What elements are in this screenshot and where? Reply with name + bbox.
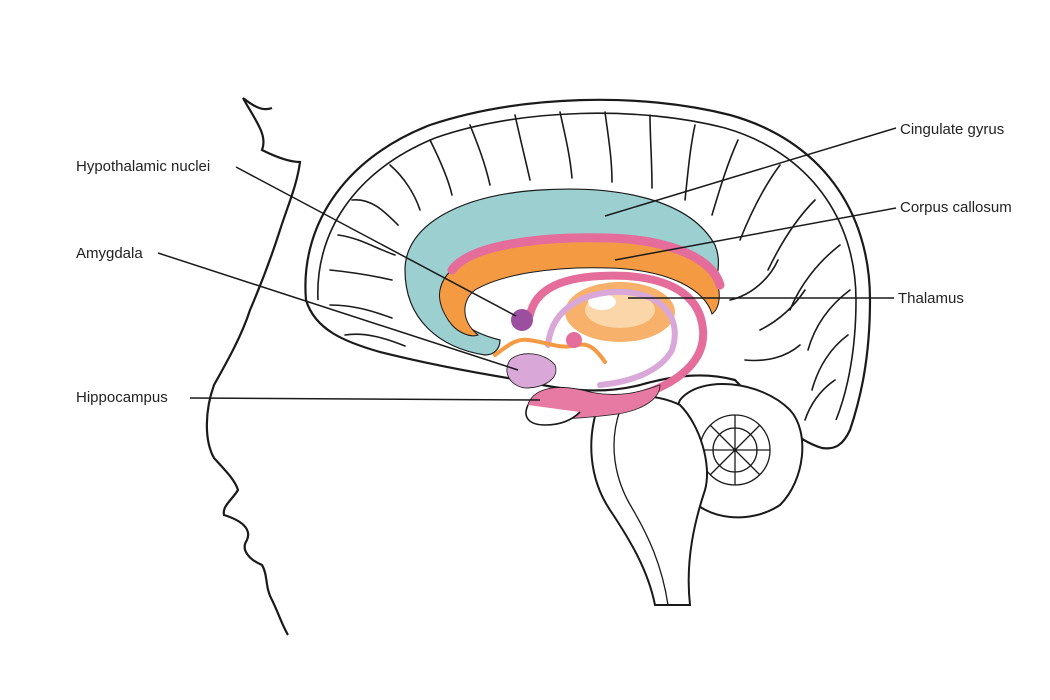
amygdala-shape — [506, 353, 557, 389]
leader-lines — [157, 127, 897, 401]
leader-corpus-callosum — [614, 207, 897, 261]
brainstem-inner — [613, 409, 669, 606]
leader-hippocampus — [189, 397, 541, 401]
label-hypothalamic-nuclei: Hypothalamic nuclei — [76, 158, 211, 175]
label-cingulate-gyrus: Cingulate gyrus — [900, 121, 1005, 138]
label-thalamus: Thalamus — [898, 290, 964, 307]
brain-inner-outline — [317, 112, 857, 421]
hypothalamic-nuclei-shape — [511, 309, 533, 331]
leader-hypothalamic-nuclei — [235, 166, 517, 317]
leader-cingulate-gyrus — [604, 127, 897, 217]
mammillothalamic-tract — [493, 337, 607, 364]
label-amygdala: Amygdala — [76, 245, 143, 262]
fornix-outer-arc — [447, 233, 725, 290]
temporal-lobe-base — [525, 404, 581, 426]
head-profile-nose-tip — [242, 97, 273, 111]
head-profile-outline — [205, 97, 302, 636]
label-corpus-callosum: Corpus callosum — [900, 199, 1012, 216]
thalamus-center — [588, 294, 616, 310]
label-hippocampus: Hippocampus — [76, 389, 168, 406]
cerebellum-folia — [699, 414, 771, 486]
leader-amygdala — [157, 252, 519, 371]
stria-terminalis-arc — [545, 288, 678, 388]
mammillary-body — [566, 332, 582, 348]
brainstem — [590, 394, 709, 606]
